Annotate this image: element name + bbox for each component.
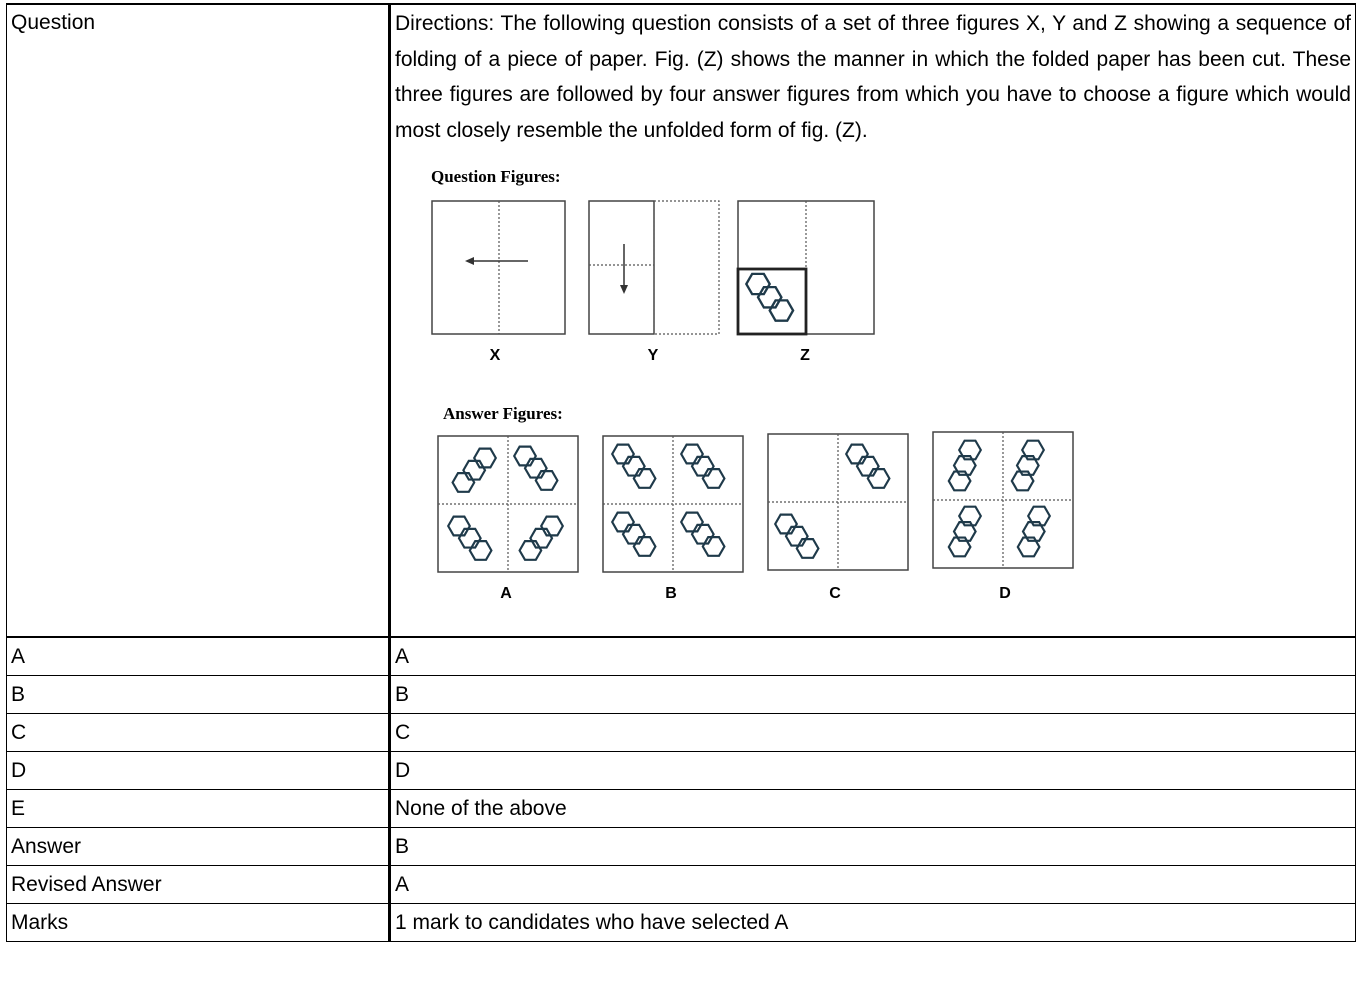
question-figures-title: Question Figures: xyxy=(431,167,561,186)
answer-figure-d xyxy=(933,432,1073,568)
answer-label: Answer xyxy=(7,828,390,866)
revised-answer-row: Revised Answer A xyxy=(7,866,1356,904)
option-row-b: B B xyxy=(7,676,1356,714)
revised-answer-value: A xyxy=(390,866,1356,904)
question-row: Question Directions: The following quest… xyxy=(7,4,1356,637)
answer-figure-b xyxy=(603,436,743,572)
marks-row: Marks 1 mark to candidates who have sele… xyxy=(7,904,1356,942)
option-row-a: A A xyxy=(7,637,1356,676)
option-value-d: D xyxy=(390,752,1356,790)
option-value-a: A xyxy=(390,637,1356,676)
option-row-d: D D xyxy=(7,752,1356,790)
marks-label: Marks xyxy=(7,904,390,942)
option-row-c: C C xyxy=(7,714,1356,752)
figure-y xyxy=(589,201,719,334)
answer-label-a: A xyxy=(500,585,512,602)
option-label-a: A xyxy=(7,637,390,676)
figure-z xyxy=(738,201,874,334)
answer-row: Answer B xyxy=(7,828,1356,866)
answer-value: B xyxy=(390,828,1356,866)
option-row-e: E None of the above xyxy=(7,790,1356,828)
answer-figure-c xyxy=(768,434,908,570)
figure-area: Question Figures: X xyxy=(395,152,1351,636)
question-label: Question xyxy=(7,4,390,637)
option-value-e: None of the above xyxy=(390,790,1356,828)
option-label-c: C xyxy=(7,714,390,752)
option-label-d: D xyxy=(7,752,390,790)
question-sheet: Question Directions: The following quest… xyxy=(6,3,1356,942)
figure-label-y: Y xyxy=(648,347,659,364)
option-label-e: E xyxy=(7,790,390,828)
option-value-c: C xyxy=(390,714,1356,752)
option-value-b: B xyxy=(390,676,1356,714)
figure-label-z: Z xyxy=(800,347,810,364)
revised-answer-label: Revised Answer xyxy=(7,866,390,904)
marks-value: 1 mark to candidates who have selected A xyxy=(390,904,1356,942)
answer-label-d: D xyxy=(999,585,1011,602)
answer-figure-a xyxy=(438,436,578,572)
answer-figures-title: Answer Figures: xyxy=(443,404,563,423)
question-cell: Directions: The following question consi… xyxy=(390,4,1356,637)
question-figures-image: Question Figures: X xyxy=(395,152,1355,636)
figure-label-x: X xyxy=(490,347,501,364)
figure-x xyxy=(432,201,565,334)
option-label-b: B xyxy=(7,676,390,714)
answer-label-b: B xyxy=(665,585,677,602)
answer-label-c: C xyxy=(829,585,841,602)
question-text: Directions: The following question consi… xyxy=(395,5,1351,148)
